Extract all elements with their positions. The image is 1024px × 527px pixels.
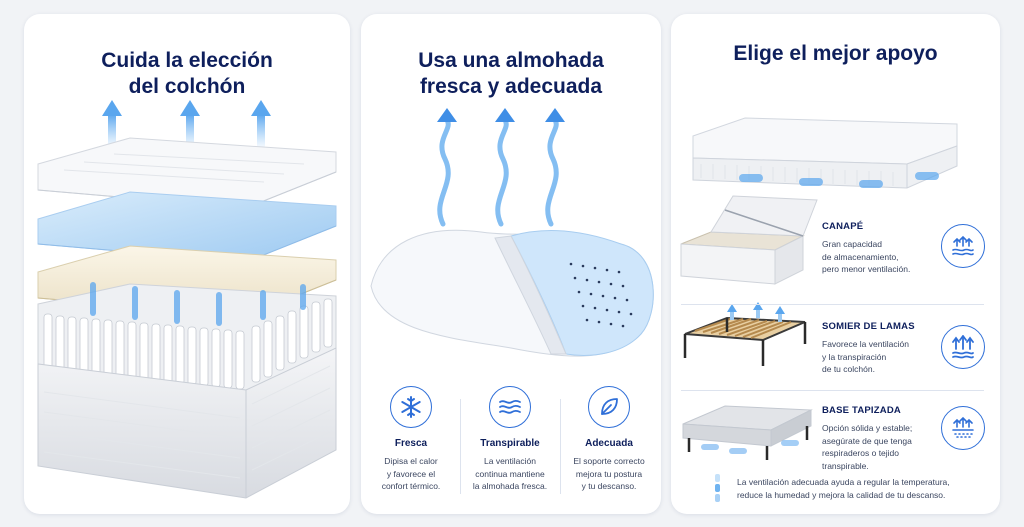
- feature-fresca: Fresca Dipisa el calor y favorece el con…: [366, 386, 456, 493]
- pillow-panel-title: Usa una almohada fresca y adecuada: [418, 49, 604, 98]
- mattress-panel: Cuida la elección del colchón: [24, 14, 350, 514]
- bases-illustration: [680, 117, 958, 502]
- option-divider: [681, 304, 984, 305]
- air-flow-icon: [715, 474, 720, 502]
- breathable-fabric-icon: [941, 406, 985, 450]
- base-panel-title: Elige el mejor apoyo: [733, 42, 938, 65]
- cooling-pillow-illustration: [370, 108, 654, 357]
- mattress-layers-illustration: [37, 100, 337, 499]
- bubble-airflow-icon: [437, 117, 559, 227]
- mattress-base: [37, 347, 337, 499]
- option-somier: SOMIER DE LAMAS Favorece la ventilación …: [822, 321, 915, 374]
- air-waves-icon: [489, 386, 531, 428]
- feature-transpirable: Transpirable La ventilación continua man…: [465, 386, 555, 493]
- upholstered-base-illustration: [682, 405, 813, 460]
- base-panel: Elige el mejor apoyo: [671, 14, 1000, 514]
- slatted-base-illustration: [683, 302, 807, 366]
- canape-illustration: [680, 195, 818, 285]
- pocket-springs-layer: [37, 283, 337, 395]
- feature-divider: [460, 399, 461, 494]
- snowflake-icon: [390, 386, 432, 428]
- airflow-arrow-icon: [102, 100, 271, 150]
- mattress-panel-title: Cuida la elección del colchón: [101, 49, 273, 98]
- footnote: La ventilación adecuada ayuda a regular …: [737, 477, 950, 500]
- low-ventilation-icon: [941, 224, 985, 268]
- option-divider: [681, 390, 984, 391]
- feature-adecuada: Adecuada El soporte correcto mejora tu p…: [564, 386, 654, 493]
- airflow-streaks: [90, 282, 306, 326]
- pillow: [370, 229, 654, 357]
- gel-foam-layer: [37, 191, 337, 263]
- option-base-tapizada: BASE TAPIZADA Opción sólida y estable; a…: [822, 405, 913, 471]
- mattress-top: [692, 117, 958, 189]
- high-ventilation-icon: [941, 325, 985, 369]
- option-canape: CANAPÉ Gran capacidad de almacenamiento,…: [822, 221, 911, 274]
- pillow-top-layer: [37, 137, 337, 209]
- feature-divider: [560, 399, 561, 494]
- pillow-panel: Usa una almohada fresca y adecuada: [361, 14, 661, 514]
- leaf-icon: [588, 386, 630, 428]
